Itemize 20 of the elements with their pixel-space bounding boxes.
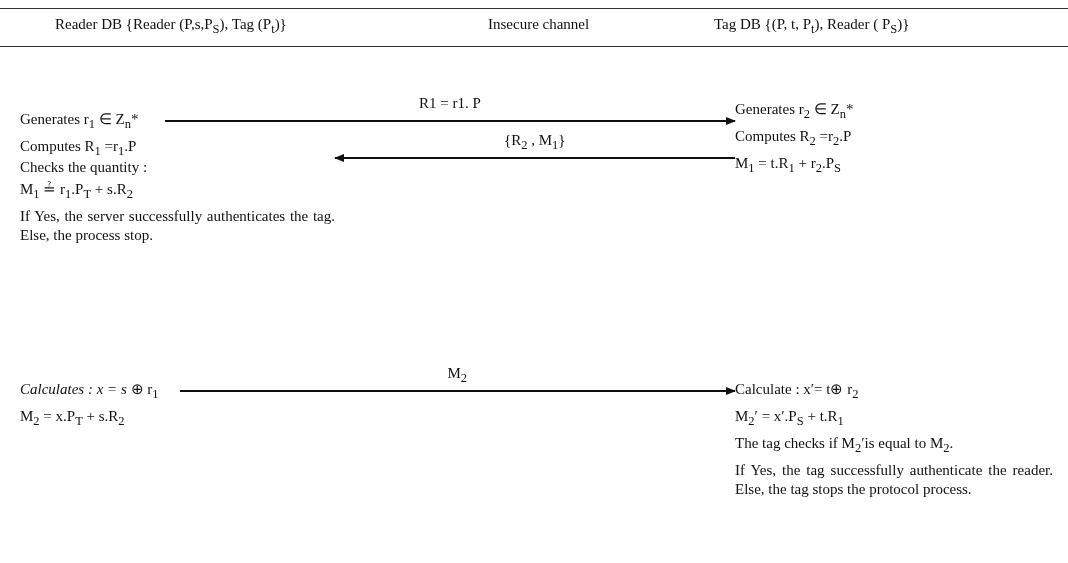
protocol-step-text: M$_{1}$ = t.R$_{1}$ + r$_{2}$.P$_{S}$ — [735, 154, 842, 177]
protocol-step-text: Calculates : x = s ⊕ r$_{1}$ — [20, 380, 160, 403]
protocol-step-text: If Yes, the tag successfully authenticate the reader. Else, the tag stops the protocol process. — [735, 461, 1053, 499]
protocol-step-text: M$_{1}$ ≟ r$_{1}$.P$_{T}$ + s.R$_{2}$ — [20, 180, 134, 203]
message-arrow — [164, 117, 736, 125]
column-header: Insecure channel — [488, 16, 590, 33]
message-arrow — [179, 387, 736, 395]
protocol-step-text: Computes R$_{1}$ =r$_{1}$.P — [20, 137, 138, 160]
protocol-step-text: M$_{2}$ = x.P$_{T}$ + s.R$_{2}$ — [20, 407, 126, 430]
protocol-step-text: Checks the quantity : — [20, 158, 149, 177]
protocol-step-text: M$_{2}$′ = x′.P$_{S}$ + t.R$_{1}$ — [735, 407, 845, 430]
protocol-step-text: The tag checks if M$_{2}$′is equal to M$_{2}$. — [735, 434, 955, 457]
message-arrow — [334, 154, 736, 162]
protocol-step-text: If Yes, the server successfully authenticates the tag. Else, the process stop. — [20, 207, 335, 245]
protocol-step-text: Generates r$_{2}$ ∈ Z$_{n}$* — [735, 100, 855, 123]
protocol-step-text: Computes R$_{2}$ =r$_{2}$.P — [735, 127, 853, 150]
protocol-step-text: Calculate : x′= t⊕ r$_{2}$ — [735, 380, 860, 403]
column-header: Tag DB {(P, t, P$_{t}$), Reader ( P$_{S}$)} — [714, 16, 910, 37]
protocol-step-text: Generates r$_{1}$ ∈ Z$_{n}$* — [20, 110, 140, 133]
column-header: Reader DB {Reader (P,s,P$_{S}$), Tag (P$_{t}$)} — [55, 16, 287, 37]
